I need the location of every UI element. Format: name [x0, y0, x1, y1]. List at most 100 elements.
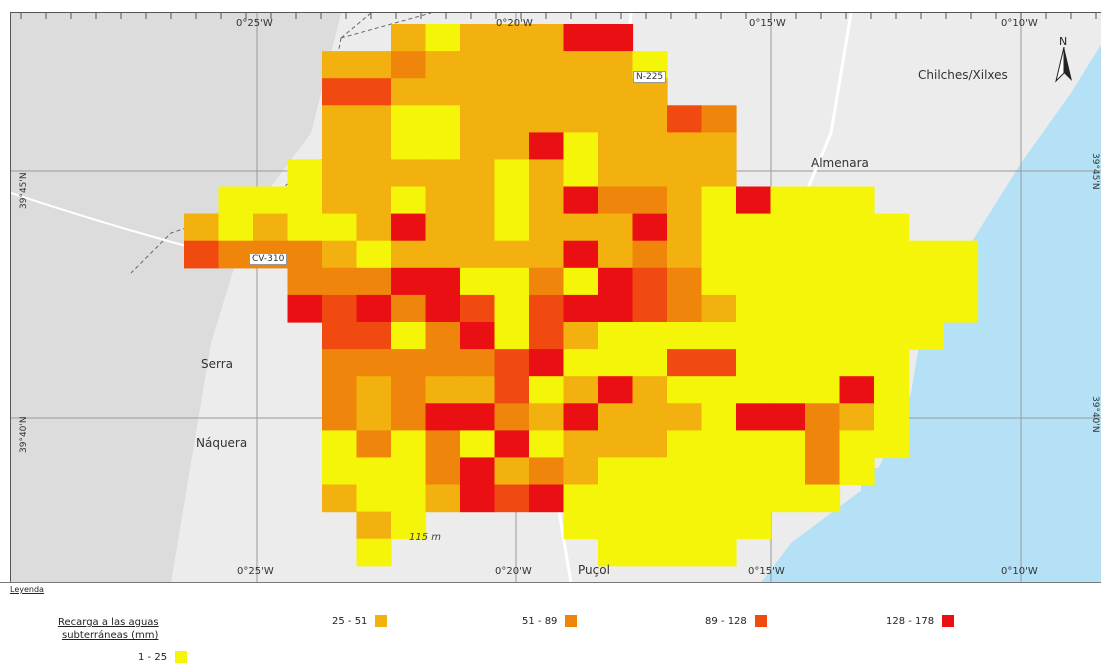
recharge-cell: [805, 240, 841, 269]
recharge-cell: [667, 213, 703, 242]
recharge-cell: [529, 430, 565, 459]
recharge-cell: [563, 267, 599, 296]
recharge-cell: [356, 78, 392, 106]
recharge-cell: [839, 403, 875, 431]
recharge-cell: [391, 240, 427, 269]
elevation-label: 115 m: [409, 532, 442, 543]
recharge-cell: [839, 349, 875, 377]
recharge-cell: [632, 132, 668, 161]
recharge-cell: [391, 511, 427, 540]
recharge-cell: [805, 186, 841, 215]
recharge-cell: [529, 51, 565, 79]
recharge-cell: [632, 186, 668, 215]
recharge-cell: [425, 484, 461, 513]
recharge-cell: [770, 376, 806, 404]
recharge-cell: [563, 78, 599, 106]
recharge-cell: [736, 186, 772, 215]
recharge-cell: [322, 349, 358, 377]
recharge-cell: [701, 376, 737, 404]
recharge-cell: [598, 457, 634, 486]
recharge-cell: [460, 132, 496, 161]
recharge-cell: [598, 159, 634, 188]
recharge-cell: [391, 403, 427, 431]
recharge-cell: [563, 213, 599, 242]
recharge-cell: [632, 322, 668, 350]
recharge-cell: [874, 213, 910, 242]
recharge-cell: [322, 51, 358, 79]
recharge-cell: [425, 105, 461, 133]
recharge-cell: [736, 349, 772, 377]
recharge-cell: [839, 267, 875, 296]
recharge-cell: [598, 132, 634, 161]
recharge-cell: [805, 403, 841, 431]
recharge-cell: [874, 294, 910, 323]
place-pucol: Puçol: [578, 563, 610, 577]
graticule-bottom-1: 0°25'W: [237, 566, 274, 577]
recharge-cell: [425, 159, 461, 188]
municipal-boundary: [130, 13, 432, 274]
lat-label-left-1: 39°45'N: [19, 172, 29, 209]
road-label-cv310: CV-310: [249, 253, 288, 265]
recharge-cell: [598, 24, 634, 52]
recharge-cell: [908, 267, 944, 296]
recharge-cell: [632, 457, 668, 486]
recharge-cell: [805, 484, 841, 513]
recharge-cell: [425, 240, 461, 269]
recharge-cell: [322, 322, 358, 350]
recharge-cell: [356, 267, 392, 296]
recharge-cell: [563, 240, 599, 269]
recharge-cell: [632, 538, 668, 567]
recharge-cell: [701, 349, 737, 377]
recharge-cell: [667, 294, 703, 323]
recharge-cell: [874, 403, 910, 431]
recharge-cell: [460, 349, 496, 377]
recharge-cell: [356, 213, 392, 242]
recharge-cell: [322, 78, 358, 106]
recharge-cell: [322, 294, 358, 323]
recharge-cell: [598, 511, 634, 540]
recharge-cell: [805, 430, 841, 459]
recharge-cell: [356, 322, 392, 350]
recharge-cell: [494, 267, 530, 296]
recharge-cell: [908, 240, 944, 269]
recharge-cell: [598, 376, 634, 404]
recharge-cell: [494, 430, 530, 459]
recharge-cell: [529, 132, 565, 161]
recharge-cell: [805, 213, 841, 242]
recharge-cell: [356, 132, 392, 161]
recharge-cell: [632, 349, 668, 377]
recharge-cell: [632, 484, 668, 513]
place-naquera: Náquera: [196, 436, 248, 450]
recharge-cell: [701, 267, 737, 296]
recharge-map[interactable]: 0°25'W 0°20'W 0°15'W 0°10'W 0°25'W 0°20'…: [10, 12, 1101, 583]
recharge-cell: [632, 403, 668, 431]
north-label: N: [1059, 35, 1068, 48]
recharge-cell: [805, 267, 841, 296]
recharge-cell: [529, 376, 565, 404]
recharge-cell: [632, 294, 668, 323]
recharge-cell: [667, 403, 703, 431]
recharge-cell: [667, 484, 703, 513]
recharge-cell: [287, 159, 323, 188]
graticule-bottom-3: 0°15'W: [748, 566, 785, 577]
recharge-cell: [460, 430, 496, 459]
recharge-cell: [391, 105, 427, 133]
recharge-cell: [736, 267, 772, 296]
recharge-cell: [460, 240, 496, 269]
recharge-cell: [529, 186, 565, 215]
recharge-cell: [425, 457, 461, 486]
recharge-cell: [563, 484, 599, 513]
recharge-cell: [943, 294, 979, 323]
recharge-cell: [460, 51, 496, 79]
recharge-cell: [460, 186, 496, 215]
recharge-cell: [701, 213, 737, 242]
recharge-cell: [529, 322, 565, 350]
legend-swatch-2: [375, 615, 388, 627]
recharge-cell: [770, 294, 806, 323]
recharge-cell: [598, 105, 634, 133]
recharge-cell: [529, 267, 565, 296]
recharge-cell: [494, 240, 530, 269]
recharge-cell: [391, 457, 427, 486]
recharge-cell: [460, 78, 496, 106]
recharge-cell: [356, 484, 392, 513]
